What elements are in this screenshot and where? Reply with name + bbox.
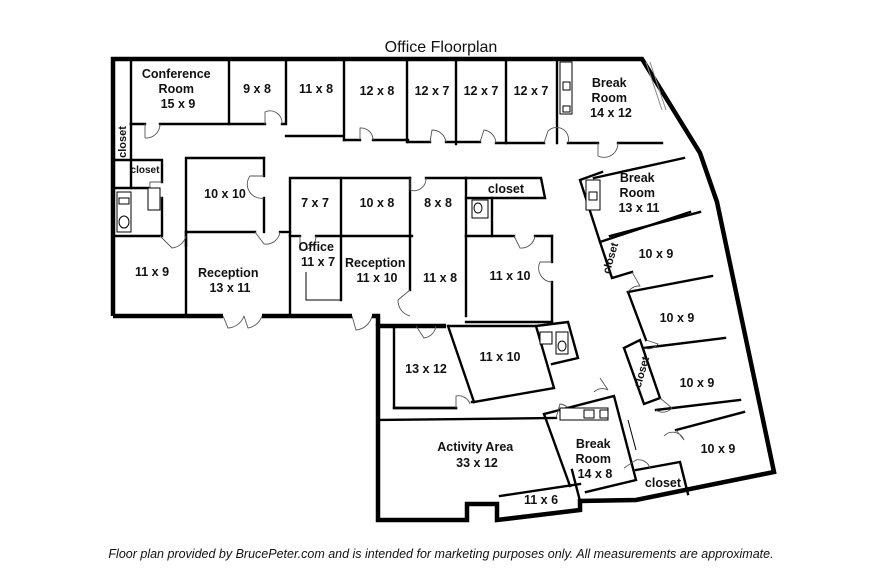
fixtures [116, 61, 637, 451]
label-room-9x8: 9 x 8 [243, 82, 271, 96]
label-room-12x7-a: 12 x 7 [415, 84, 450, 98]
interior-walls [111, 57, 746, 503]
label-room-11x10-lower: 11 x 10 [479, 350, 520, 364]
label-room-10x9-b: 10 x 9 [660, 311, 695, 325]
label-room-7x7: 7 x 7 [301, 196, 329, 210]
label-office: Office 11 x 7 [299, 240, 338, 269]
room-labels: Conference Room 15 x 9 9 x 8 11 x 8 12 x… [117, 67, 735, 507]
label-room-10x9-c: 10 x 9 [680, 376, 715, 390]
label-conference-room: Conference Room 15 x 9 [142, 67, 214, 111]
label-room-10x9-d: 10 x 9 [701, 442, 736, 456]
label-break-room-top: Break Room 14 x 12 [590, 76, 632, 120]
label-room-10x9-a: 10 x 9 [639, 247, 674, 261]
exterior-walls [110, 56, 777, 523]
label-room-11x9: 11 x 9 [135, 265, 169, 279]
label-room-12x7-b: 12 x 7 [464, 84, 499, 98]
label-closet-right-mid: closet [632, 355, 652, 389]
label-room-10x10: 10 x 10 [204, 187, 246, 201]
label-break-room-low: Break Room 14 x 8 [576, 437, 615, 481]
footer-disclaimer: Floor plan provided by BrucePeter.com an… [108, 547, 773, 561]
label-room-11x6: 11 x 6 [524, 493, 558, 507]
label-room-10x8: 10 x 8 [360, 196, 395, 210]
label-activity-area: Activity Area 33 x 12 [437, 440, 516, 470]
label-room-11x8-top: 11 x 8 [299, 82, 333, 96]
label-room-12x8: 12 x 8 [360, 84, 395, 98]
label-room-11x10-right: 11 x 10 [489, 269, 530, 283]
label-room-11x8-mid: 11 x 8 [423, 271, 457, 285]
label-room-8x8: 8 x 8 [424, 196, 452, 210]
windows [645, 61, 667, 111]
label-room-13x12: 13 x 12 [405, 362, 447, 376]
label-closet-mid: closet [488, 182, 525, 196]
label-closet-vertical-left: closet [117, 126, 129, 158]
label-closet-right-upper: closet [601, 241, 621, 275]
label-reception-left: Reception 13 x 11 [198, 266, 262, 295]
label-closet-small-left: closet [131, 165, 161, 176]
plan-title: Office Floorplan [385, 39, 498, 56]
label-break-room-mid: Break Room 13 x 11 [618, 171, 659, 215]
label-closet-bottom: closet [645, 476, 682, 490]
label-room-12x7-c: 12 x 7 [514, 84, 549, 98]
label-reception-mid: Reception 11 x 10 [345, 256, 409, 285]
